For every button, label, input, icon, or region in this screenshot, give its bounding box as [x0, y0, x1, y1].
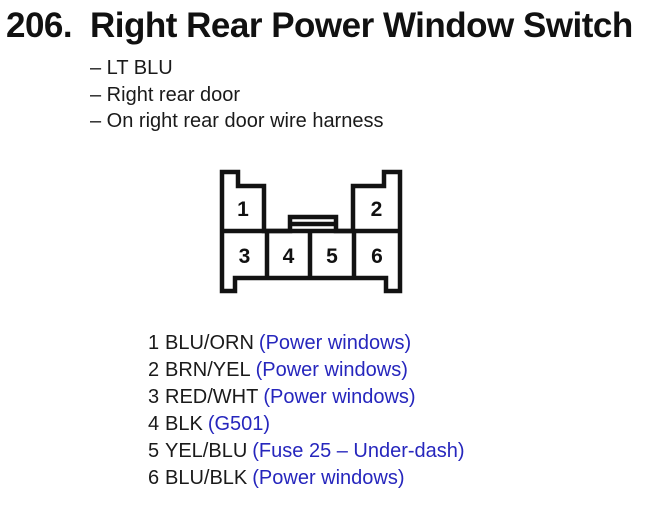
pin-number: 3	[147, 386, 160, 408]
pin-number: 6	[147, 467, 160, 489]
note-line: – LT BLU	[90, 57, 173, 79]
pin-circuit: (Fuse 25 – Under-dash)	[252, 440, 465, 462]
note-line: – Right rear door	[90, 83, 241, 106]
pin-wire-color: YEL/BLU	[165, 440, 248, 462]
cavity-label-2: 2	[371, 198, 383, 221]
page-title: Right Rear Power Window Switch	[90, 6, 633, 45]
note-line: – On right rear door wire harness	[90, 110, 384, 132]
pin-number: 5	[147, 440, 160, 462]
pin-circuit: (G501)	[207, 413, 271, 435]
pin-wire-color: BRN/YEL	[165, 359, 251, 381]
pin-number: 2	[147, 359, 160, 381]
cavity-label-3: 3	[239, 245, 251, 268]
connector-cavity-dividers	[222, 221, 400, 278]
cavity-label-4: 4	[283, 245, 295, 268]
cavity-label-6: 6	[371, 245, 383, 268]
pin-circuit: (Power windows)	[255, 359, 408, 381]
section-number: 206.	[6, 6, 73, 45]
connector-notes: – LT BLU – Right rear door – On right re…	[90, 55, 383, 135]
pin-circuit: (Power windows)	[263, 386, 416, 408]
pin-number: 1	[147, 332, 160, 354]
cavity-label-1: 1	[237, 198, 249, 221]
pin-circuit: (Power windows)	[258, 332, 412, 354]
connector-pinout-diagram: 1 2 3 4 5 6	[219, 169, 403, 294]
pin-wire-color: BLK	[165, 413, 203, 435]
pin-wire-color: BLU/BLK	[165, 467, 248, 489]
pin-wire-color: BLU/ORN	[165, 332, 254, 354]
cavity-label-5: 5	[326, 245, 338, 268]
pin-circuit: (Power windows)	[252, 467, 405, 489]
pin-number: 4	[147, 413, 160, 435]
pin-wire-color: RED/WHT	[165, 386, 259, 408]
